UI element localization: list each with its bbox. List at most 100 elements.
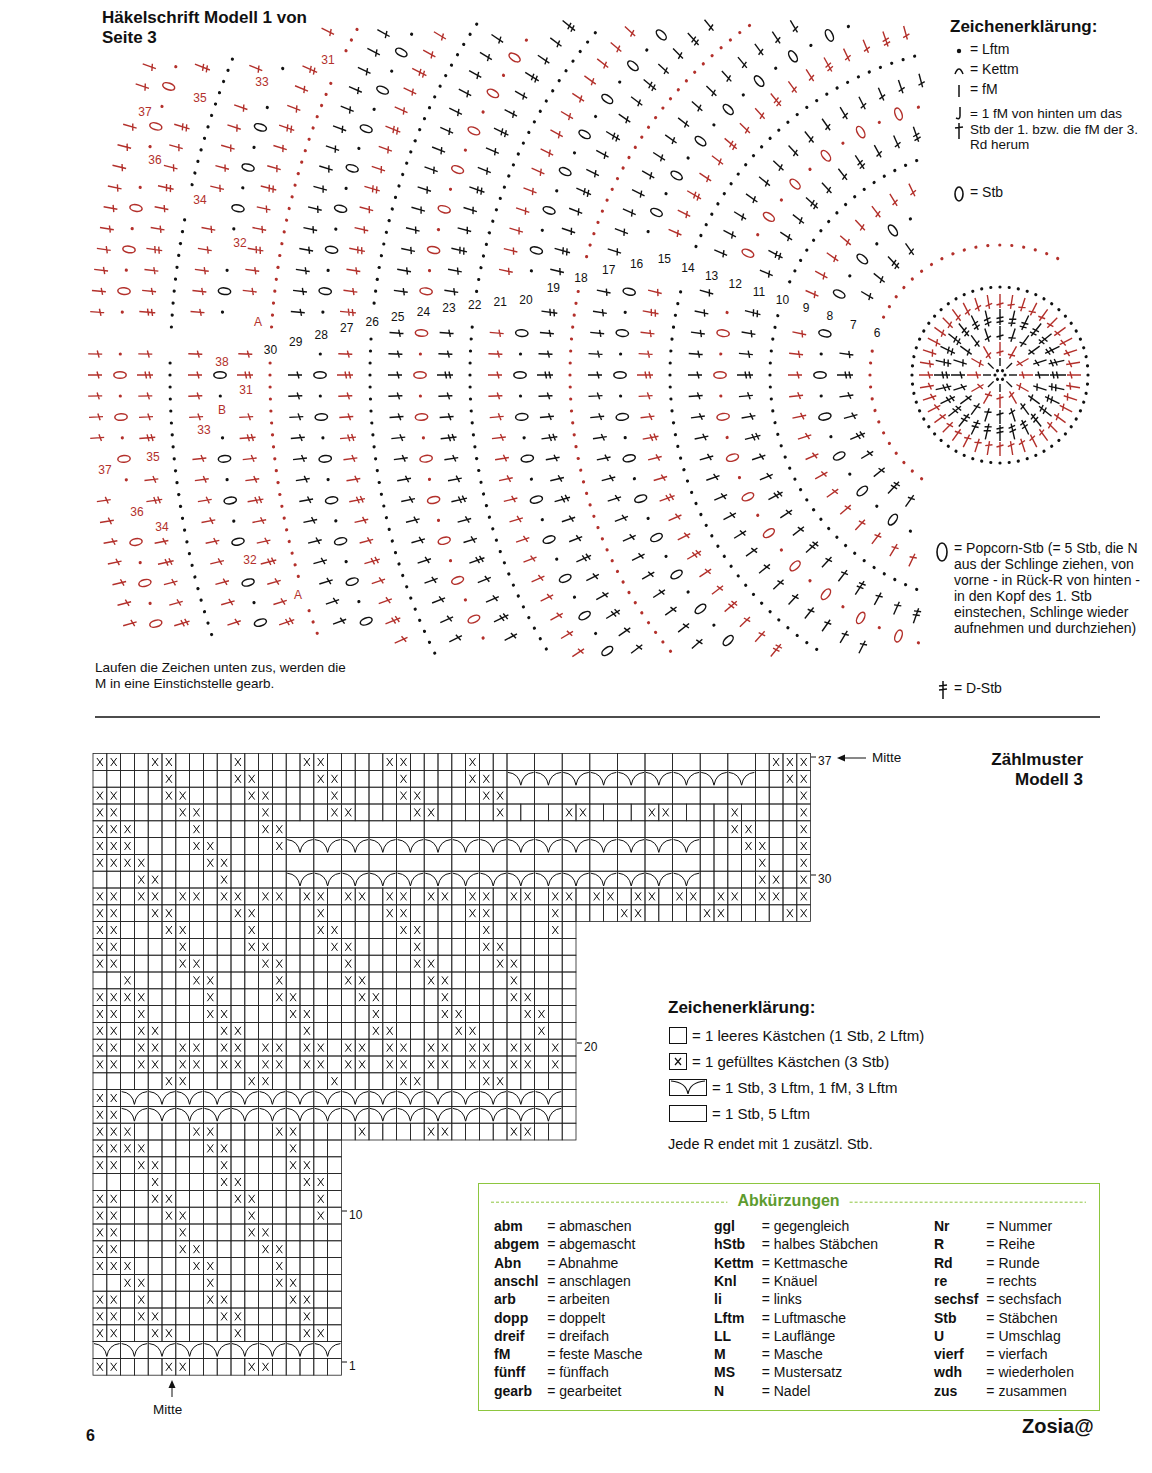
stb-symbol bbox=[875, 86, 887, 102]
stitch-mark bbox=[855, 611, 867, 625]
stitch-mark bbox=[384, 123, 401, 135]
stitch-mark bbox=[676, 621, 691, 635]
dot-symbol bbox=[619, 394, 622, 397]
stitch-mark bbox=[592, 433, 607, 442]
stb-symbol bbox=[813, 469, 829, 482]
stitch-mark bbox=[1022, 245, 1026, 249]
stitch-mark bbox=[1042, 297, 1046, 301]
dot-symbol bbox=[771, 337, 775, 341]
stb-symbol bbox=[778, 229, 794, 242]
stb-symbol bbox=[837, 105, 850, 121]
stb-symbol bbox=[968, 333, 982, 348]
stb-symbol bbox=[919, 359, 934, 368]
stitch-mark bbox=[699, 233, 703, 237]
stitch-mark bbox=[530, 573, 546, 585]
dot-symbol bbox=[387, 219, 391, 223]
stitch-mark bbox=[859, 288, 875, 301]
dot-symbol bbox=[574, 301, 578, 305]
stitch-mark bbox=[508, 515, 523, 526]
stb-symbol bbox=[676, 621, 691, 635]
stb-symbol bbox=[640, 329, 655, 338]
stb-symbol bbox=[694, 308, 709, 318]
stb-symbol bbox=[405, 516, 420, 526]
stitch-mark bbox=[397, 475, 412, 484]
stitch-mark bbox=[376, 85, 390, 96]
stb-symbol bbox=[1052, 325, 1067, 339]
dot-symbol bbox=[321, 436, 324, 439]
stitch-mark bbox=[670, 169, 684, 181]
stb-symbol bbox=[522, 185, 538, 197]
dot-symbol bbox=[779, 548, 783, 552]
stitch-mark bbox=[682, 468, 686, 472]
stitch-mark bbox=[998, 285, 1001, 288]
stb-symbol bbox=[359, 204, 374, 214]
dot-symbol bbox=[805, 498, 809, 502]
dot-symbol bbox=[819, 228, 823, 232]
dstb-symbol bbox=[604, 607, 621, 621]
stitch-mark bbox=[956, 321, 971, 338]
stb-symbol bbox=[332, 616, 348, 627]
stitch-mark bbox=[855, 252, 869, 265]
dstb-symbol bbox=[492, 612, 509, 625]
dot-symbol bbox=[776, 432, 780, 436]
stitch-mark bbox=[1052, 325, 1067, 339]
stitch-mark bbox=[401, 495, 416, 505]
stb-symbol bbox=[492, 433, 507, 442]
stb-symbol bbox=[786, 143, 801, 158]
dot-symbol bbox=[986, 244, 989, 247]
stitch-mark bbox=[637, 372, 653, 379]
dot-symbol bbox=[418, 618, 422, 622]
dot-symbol bbox=[377, 481, 381, 485]
stitch-mark bbox=[739, 392, 754, 400]
stitch-mark bbox=[862, 187, 866, 191]
oval-symbol bbox=[521, 454, 534, 463]
dot-symbol bbox=[433, 651, 437, 655]
stitch-mark bbox=[529, 477, 533, 481]
dot-symbol bbox=[372, 445, 376, 449]
dot-symbol bbox=[719, 352, 722, 355]
stb-symbol bbox=[653, 473, 668, 484]
stitch-mark bbox=[875, 86, 887, 102]
dot-symbol bbox=[686, 590, 690, 594]
stitch-mark bbox=[401, 245, 416, 255]
dstb-symbol bbox=[523, 69, 540, 84]
stitch-mark bbox=[903, 241, 917, 256]
stitch-mark bbox=[451, 245, 468, 255]
stitch-mark bbox=[756, 513, 760, 517]
stitch-mark bbox=[869, 385, 872, 388]
stitch-mark bbox=[970, 355, 986, 368]
stitch-mark bbox=[721, 103, 734, 116]
stb-symbol bbox=[839, 350, 854, 359]
stitch-mark bbox=[940, 257, 944, 261]
stitch-mark bbox=[1084, 355, 1088, 359]
stitch-mark bbox=[433, 651, 437, 655]
stitch-mark bbox=[855, 484, 869, 497]
stitch-mark bbox=[427, 495, 441, 504]
oval-symbol bbox=[741, 491, 755, 502]
dot-symbol bbox=[477, 278, 481, 282]
dot-symbol bbox=[826, 219, 831, 224]
dstb-symbol bbox=[440, 434, 457, 443]
dstb-symbol bbox=[1048, 357, 1065, 367]
stitch-mark bbox=[1044, 394, 1061, 407]
stb-symbol bbox=[1052, 412, 1067, 426]
stitch-mark bbox=[548, 35, 563, 49]
stitch-mark bbox=[956, 412, 971, 429]
stitch-mark bbox=[319, 394, 322, 397]
stb-symbol bbox=[346, 266, 361, 275]
stitch-mark bbox=[321, 436, 324, 439]
stitch-mark bbox=[447, 266, 462, 275]
dot-symbol bbox=[1000, 377, 1004, 381]
dstb-symbol bbox=[554, 494, 571, 505]
dot-symbol bbox=[668, 97, 673, 102]
stitch-mark bbox=[917, 337, 921, 341]
stitch-mark bbox=[384, 516, 388, 520]
dstb-symbol bbox=[956, 321, 971, 338]
dstb-symbol bbox=[637, 372, 653, 379]
stitch-mark bbox=[487, 231, 491, 235]
dot-symbol bbox=[814, 647, 818, 651]
stitch-mark bbox=[405, 161, 409, 165]
dstb-symbol bbox=[642, 433, 659, 443]
stitch-mark bbox=[877, 120, 881, 124]
dot-symbol bbox=[588, 243, 592, 247]
